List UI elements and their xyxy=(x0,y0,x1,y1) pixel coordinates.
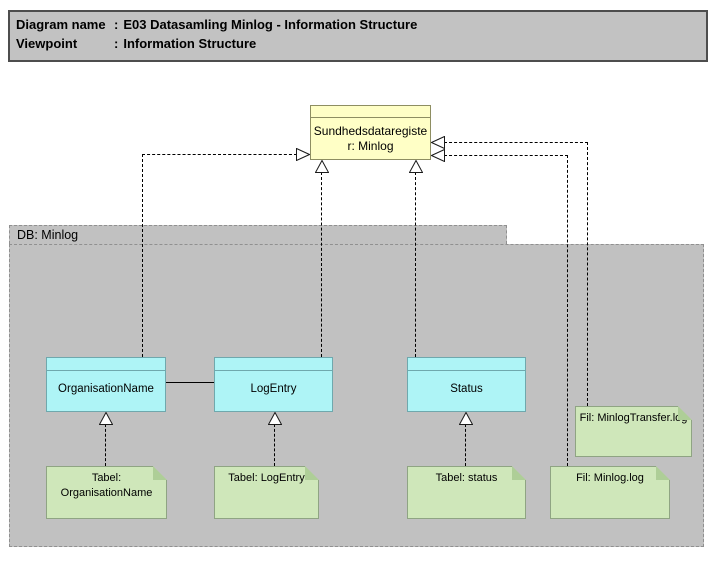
note-fil-minlog-log[interactable]: Fil: Minlog.log xyxy=(550,466,670,519)
entity-organisationname[interactable]: OrganisationName xyxy=(46,357,166,412)
note-tabel-organisationname[interactable]: Tabel: OrganisationName xyxy=(46,466,167,519)
note-tabel-logentry[interactable]: Tabel: LogEntry xyxy=(214,466,319,519)
hollow-arrowhead-left-icon xyxy=(431,149,445,162)
hollow-arrowhead-up-icon xyxy=(315,160,329,173)
group-label: DB: Minlog xyxy=(17,228,79,242)
entity-status[interactable]: Status xyxy=(407,357,526,412)
entity-header-strip xyxy=(47,358,165,371)
register-label-line1: Sundhedsdataregiste xyxy=(313,123,428,138)
title-label: Diagram name xyxy=(16,17,106,32)
hollow-arrowhead-left-icon xyxy=(431,136,445,149)
connector-status-tabel xyxy=(465,424,466,466)
hollow-arrowhead-up-icon xyxy=(409,160,423,173)
entity-header-strip xyxy=(215,358,332,371)
entity-label: OrganisationName xyxy=(58,383,154,395)
viewpoint-value: Information Structure xyxy=(123,36,257,51)
node-header-strip xyxy=(311,106,430,118)
title-value: E03 Datasamling Minlog - Information Str… xyxy=(123,17,418,32)
connector-register-organisationname-vertical xyxy=(142,154,143,357)
connector-register-minlogtransfer-horizontal xyxy=(444,142,588,143)
connector-register-minlogtransfer-vertical xyxy=(587,142,588,406)
connector-register-logentry xyxy=(321,172,322,357)
connector-register-minloglog-horizontal xyxy=(444,155,568,156)
hollow-arrowhead-right-icon xyxy=(296,148,310,161)
title-row-viewpoint: Viewpoint: Information Structure xyxy=(16,34,700,53)
hollow-arrowhead-up-icon xyxy=(459,412,473,425)
node-sundhedsdataregister-minlog[interactable]: Sundhedsdataregiste r: Minlog xyxy=(310,105,431,160)
title-separator: : xyxy=(114,17,119,32)
note-tabel-status[interactable]: Tabel: status xyxy=(407,466,526,519)
connector-register-minloglog-vertical xyxy=(567,155,568,466)
entity-label: LogEntry xyxy=(250,383,297,395)
connector-register-organisationname-horizontal xyxy=(142,154,297,155)
diagram-title-block: Diagram name: E03 Datasamling Minlog - In… xyxy=(8,10,708,62)
viewpoint-label: Viewpoint xyxy=(16,36,78,51)
connector-logentry-tabel xyxy=(274,424,275,466)
note-fil-minlogtransfer-log[interactable]: Fil: MinlogTransfer.log xyxy=(575,406,692,457)
title-row-diagram-name: Diagram name: E03 Datasamling Minlog - In… xyxy=(16,15,700,34)
connector-organisationname-tabel xyxy=(105,424,106,466)
hollow-arrowhead-up-icon xyxy=(99,412,113,425)
connector-organisationname-logentry-association xyxy=(166,382,214,383)
group-db-minlog-tab[interactable]: DB: Minlog xyxy=(9,225,507,244)
connector-register-status xyxy=(415,172,416,357)
hollow-arrowhead-up-icon xyxy=(268,412,282,425)
entity-logentry[interactable]: LogEntry xyxy=(214,357,333,412)
register-label-line2: r: Minlog xyxy=(347,138,394,153)
register-label: Sundhedsdataregiste r: Minlog xyxy=(311,118,430,159)
entity-label: Status xyxy=(450,383,483,395)
viewpoint-separator: : xyxy=(114,36,119,51)
entity-header-strip xyxy=(408,358,525,371)
